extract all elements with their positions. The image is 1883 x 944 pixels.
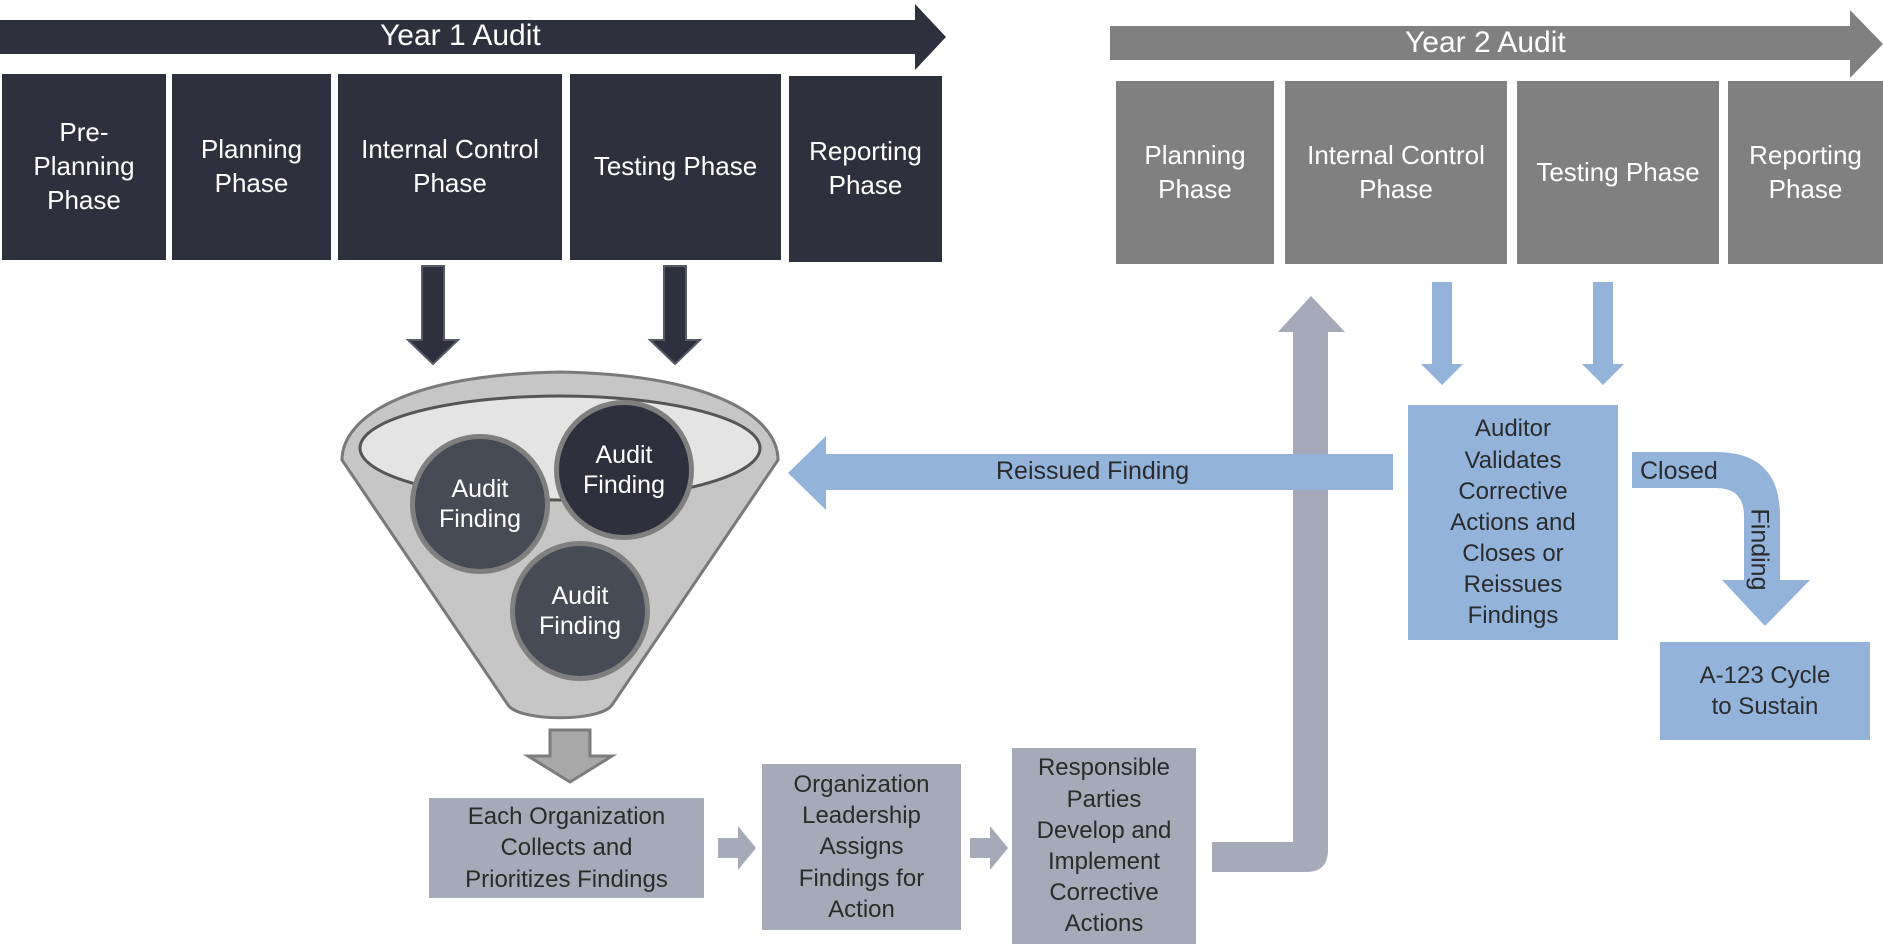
validate-label: Auditor Validates Corrective Actions and… bbox=[1450, 415, 1576, 630]
audit-finding-circle-3: Audit Finding bbox=[510, 541, 650, 681]
step-collect-prioritize: Each Organization Collects and Prioritiz… bbox=[429, 798, 704, 898]
step-arrow-2 bbox=[970, 826, 1008, 870]
audit-finding-circle-2: Audit Finding bbox=[554, 400, 694, 540]
audit-finding-label: Audit Finding bbox=[439, 475, 521, 533]
y2-phase-label: Internal Control Phase bbox=[1307, 139, 1485, 204]
y1-phase-reporting: Reporting Phase bbox=[789, 76, 942, 262]
step-arrow-1 bbox=[718, 826, 756, 870]
y1-phase-label: Internal Control Phase bbox=[361, 134, 539, 198]
y1-phase-internal-control: Internal Control Phase bbox=[338, 74, 562, 260]
y2-phase-label: Testing Phase bbox=[1536, 156, 1700, 187]
audit-finding-circle-1: Audit Finding bbox=[410, 434, 550, 574]
year1-banner-arrow bbox=[0, 4, 946, 70]
funnel-output-arrow bbox=[522, 728, 618, 784]
y1-phase-label: Planning Phase bbox=[200, 134, 303, 198]
y2-phase-internal-control: Internal Control Phase bbox=[1285, 81, 1507, 264]
step-label: Each Organization Collects and Prioritiz… bbox=[465, 803, 668, 893]
year2-banner-arrow bbox=[1110, 10, 1883, 78]
audit-finding-label: Audit Finding bbox=[583, 441, 665, 499]
step-leadership-assigns: Organization Leadership Assigns Findings… bbox=[762, 764, 961, 930]
y1-phase-testing: Testing Phase bbox=[570, 74, 781, 260]
closed-label: Closed bbox=[1640, 457, 1718, 485]
finding-label: Finding bbox=[1745, 508, 1774, 591]
step-label: Responsible Parties Develop and Implemen… bbox=[1036, 754, 1172, 938]
year1-title: Year 1 Audit bbox=[380, 19, 541, 52]
y1-phase-pre-planning: Pre- Planning Phase bbox=[2, 74, 166, 260]
down-arrow-y2-testing bbox=[1582, 282, 1624, 385]
y2-phase-testing: Testing Phase bbox=[1517, 81, 1719, 264]
y2-phase-label: Planning Phase bbox=[1144, 139, 1246, 204]
return-to-year2-arrow bbox=[1212, 296, 1345, 872]
down-arrow-internal-control bbox=[405, 265, 461, 366]
y1-phase-label: Reporting Phase bbox=[809, 136, 922, 200]
down-arrow-testing bbox=[647, 265, 703, 366]
y2-phase-reporting: Reporting Phase bbox=[1728, 81, 1883, 264]
closed-finding-arrow bbox=[1632, 452, 1810, 626]
audit-finding-label: Audit Finding bbox=[539, 582, 621, 640]
a123-sustain-box: A-123 Cycle to Sustain bbox=[1660, 642, 1870, 740]
y1-phase-planning: Planning Phase bbox=[172, 74, 331, 260]
step-label: Organization Leadership Assigns Findings… bbox=[793, 771, 930, 923]
y2-phase-planning: Planning Phase bbox=[1116, 81, 1274, 264]
down-arrow-y2-internal-control bbox=[1421, 282, 1463, 385]
reissued-finding-label: Reissued Finding bbox=[996, 457, 1190, 485]
year2-title: Year 2 Audit bbox=[1405, 26, 1566, 59]
sustain-label: A-123 Cycle to Sustain bbox=[1699, 661, 1831, 720]
auditor-validates-box: Auditor Validates Corrective Actions and… bbox=[1408, 405, 1618, 640]
y1-phase-label: Testing Phase bbox=[593, 151, 758, 182]
reissued-finding-arrow bbox=[788, 436, 1393, 510]
y1-phase-label: Pre- Planning Phase bbox=[33, 117, 135, 215]
step-develop-implement: Responsible Parties Develop and Implemen… bbox=[1012, 748, 1196, 944]
y2-phase-label: Reporting Phase bbox=[1749, 139, 1862, 204]
